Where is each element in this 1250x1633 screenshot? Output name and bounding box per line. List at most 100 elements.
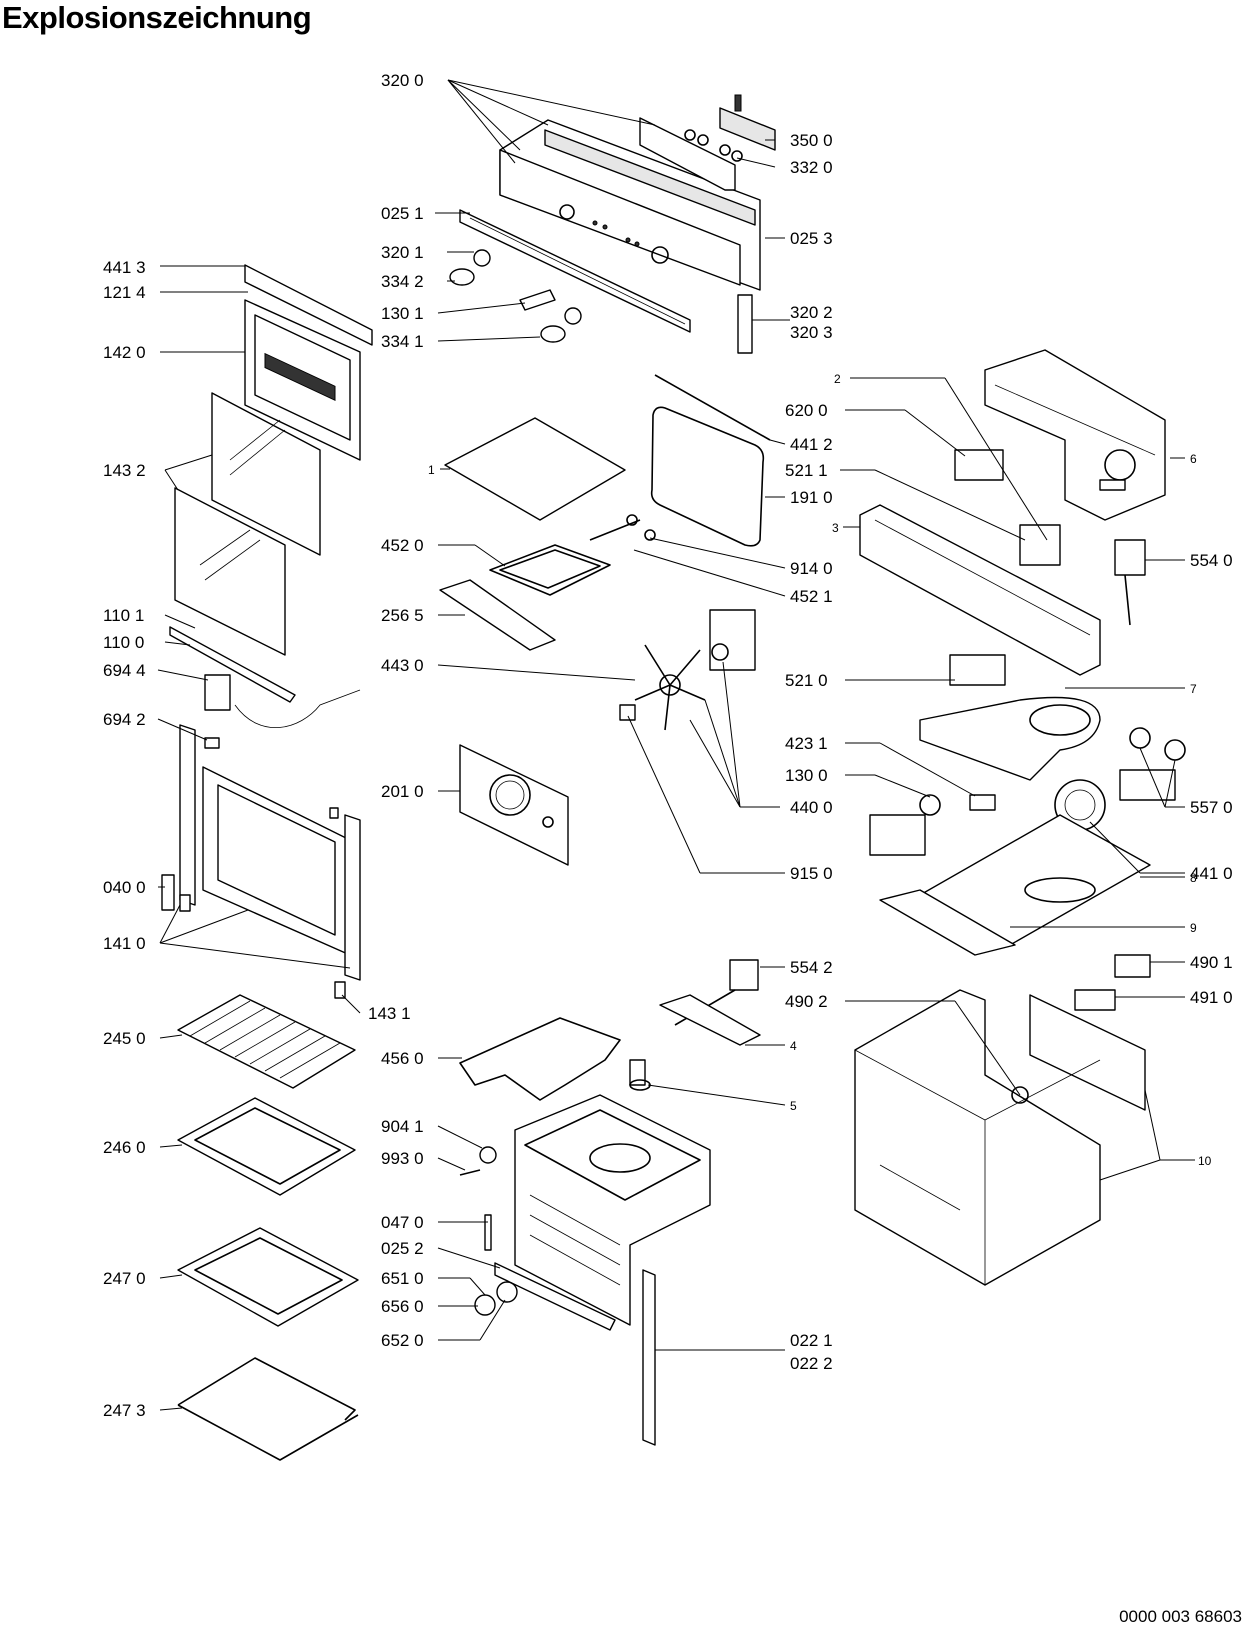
label-652-0: 652 0 (381, 1331, 424, 1350)
label-246-0: 246 0 (103, 1138, 146, 1157)
upper-door-frame (244, 264, 373, 461)
knobs (449, 249, 582, 343)
side-strip (484, 1214, 492, 1251)
outer-casing (854, 989, 1146, 1286)
label-3: 3 (832, 521, 839, 535)
side-panel-strip (642, 1269, 656, 1446)
label-143-1: 143 1 (368, 1004, 411, 1023)
label-521-0: 521 0 (785, 671, 828, 690)
label-5: 5 (790, 1099, 797, 1113)
label-904-1: 904 1 (381, 1117, 424, 1136)
screw-cap (479, 1146, 497, 1164)
label-247-3: 247 3 (103, 1401, 146, 1420)
label-554-0: 554 0 (1190, 551, 1233, 570)
label-554-2: 554 2 (790, 958, 833, 977)
label-320-2: 320 2 (790, 303, 833, 322)
electronic-module (684, 94, 776, 162)
label-334-2: 334 2 (381, 272, 424, 291)
label-557-0: 557 0 (1190, 798, 1233, 817)
label-025-1: 025 1 (381, 204, 424, 223)
part-labels: 320 0 350 0 332 0 025 1 025 3 320 1 334 … (103, 71, 1233, 1420)
label-651-0: 651 0 (381, 1269, 424, 1288)
fan-motor (709, 609, 756, 671)
side-trim (737, 294, 753, 354)
label-143-2: 143 2 (103, 461, 146, 480)
label-245-0: 245 0 (103, 1029, 146, 1048)
connector (949, 654, 1006, 686)
label-022-1: 022 1 (790, 1331, 833, 1350)
label-201-0: 201 0 (381, 782, 424, 801)
label-110-1: 110 1 (103, 606, 144, 625)
bracket (659, 994, 761, 1046)
thermostat (1114, 539, 1146, 626)
label-334-1: 334 1 (381, 332, 424, 351)
label-022-2: 022 2 (790, 1354, 833, 1373)
label-452-0: 452 0 (381, 536, 424, 555)
sensor (629, 1059, 651, 1091)
label-025-3: 025 3 (790, 229, 833, 248)
label-6: 6 (1190, 452, 1197, 466)
label-656-0: 656 0 (381, 1297, 424, 1316)
top-rail (459, 209, 691, 333)
label-440-0: 440 0 (790, 798, 833, 817)
lamp (474, 1281, 518, 1316)
label-2: 2 (834, 372, 841, 386)
label-320-3: 320 3 (790, 323, 833, 342)
base-plate (879, 814, 1151, 956)
label-142-0: 142 0 (103, 343, 146, 362)
document-number: 0000 003 68603 (1119, 1607, 1242, 1626)
bottom-heating-element (459, 1017, 621, 1101)
label-350-0: 350 0 (790, 131, 833, 150)
wire-rack-support (177, 1357, 359, 1461)
label-456-0: 456 0 (381, 1049, 424, 1068)
label-490-1: 490 1 (1190, 953, 1233, 972)
terminal-block (954, 449, 1004, 481)
label-256-5: 256 5 (381, 606, 424, 625)
label-9: 9 (1190, 921, 1197, 935)
air-duct (919, 696, 1101, 781)
screw (459, 1169, 481, 1176)
label-121-4: 121 4 (103, 283, 146, 302)
mains-terminal (1074, 989, 1116, 1011)
label-441-0: 441 0 (1190, 864, 1233, 883)
grill-cover (439, 579, 556, 651)
relay (1019, 524, 1061, 566)
label-491-0: 491 0 (1190, 988, 1233, 1007)
label-320-0: 320 0 (381, 71, 424, 90)
label-993-0: 993 0 (381, 1149, 424, 1168)
lower-rail (494, 1262, 616, 1331)
label-1: 1 (428, 463, 435, 477)
top-plate (444, 417, 626, 521)
label-191-0: 191 0 (790, 488, 833, 507)
fan-wheel (619, 644, 706, 731)
label-8: 8 (1190, 871, 1197, 885)
label-10: 10 (1198, 1154, 1212, 1168)
oven-cavity (514, 1094, 711, 1326)
label-441-2: 441 2 (790, 435, 833, 454)
label-915-0: 915 0 (790, 864, 833, 883)
label-694-2: 694 2 (103, 710, 146, 729)
label-332-0: 332 0 (790, 158, 833, 177)
rear-cover (459, 744, 569, 866)
leader-lines (157, 79, 1195, 1411)
cable-clip (1114, 954, 1151, 978)
label-914-0: 914 0 (790, 559, 833, 578)
top-cover (984, 349, 1166, 521)
label-130-0: 130 0 (785, 766, 828, 785)
label-320-1: 320 1 (381, 243, 424, 262)
label-694-4: 694 4 (103, 661, 146, 680)
label-110-0: 110 0 (103, 633, 144, 652)
label-443-0: 443 0 (381, 656, 424, 675)
label-452-1: 452 1 (790, 587, 833, 606)
label-620-0: 620 0 (785, 401, 828, 420)
deep-tray (177, 1227, 359, 1327)
cooling-fan (1054, 727, 1186, 831)
control-panel-frame (499, 117, 761, 291)
label-047-0: 047 0 (381, 1213, 424, 1232)
grill-element (489, 514, 656, 596)
label-025-2: 025 2 (381, 1239, 424, 1258)
glass-panes (174, 392, 321, 656)
oven-seal (650, 374, 771, 547)
cross-beam (859, 504, 1101, 676)
